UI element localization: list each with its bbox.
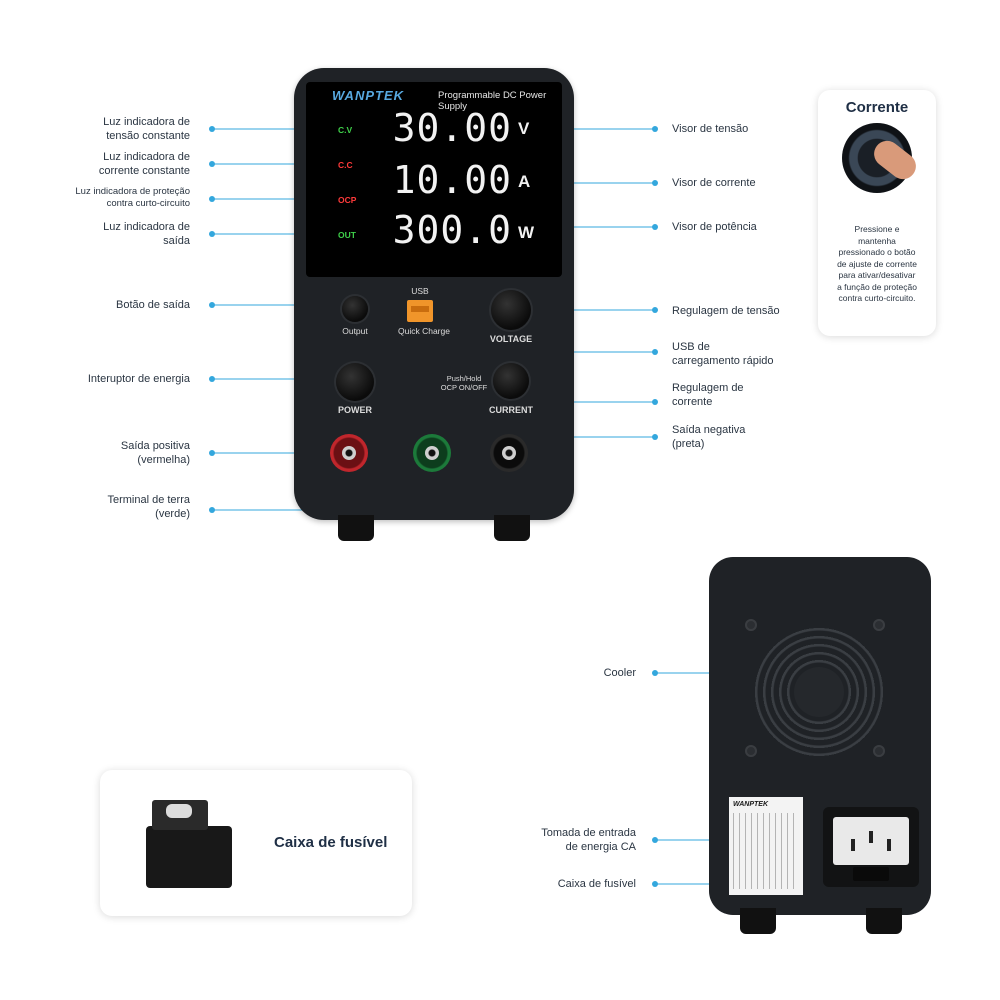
out-indicator: OUT [338,230,356,240]
power-switch[interactable] [336,363,374,401]
label-voltage-display: Visor de tensão [672,123,749,135]
finger-icon [868,135,922,185]
pin-icon [851,839,855,851]
current-knob[interactable] [493,363,529,399]
power-supply-back: WANPTEK [709,557,931,915]
label-usb-fast: USB de carregamento rápido [672,341,774,367]
current-card-title: Corrente [845,99,909,116]
voltage-reading: 30.00 [392,106,512,150]
label-cooler: Cooler [603,667,636,679]
fan-hub-icon [794,667,844,717]
model-text: Programmable DC Power Supply [438,90,547,112]
label-output-button: Botão de saída [115,299,190,311]
unit-amps: A [518,172,531,191]
current-card-text: Pressione e mantenha pressionado o botão… [837,224,917,303]
label-current-display: Visor de corrente [672,177,756,189]
label-out-light: Luz indicadora de saída [103,221,190,247]
label-ocp-light: Luz indicadora de proteção contra curto-… [75,186,190,209]
cooler-fan [754,627,884,757]
cv-indicator: C.V [338,125,353,135]
usb-port[interactable] [407,300,433,322]
label-fuse-box-back: Caixa de fusível [557,878,636,890]
voltage-knob[interactable] [491,290,531,330]
cc-indicator: C.C [338,160,353,170]
ac-inlet-socket[interactable] [823,807,919,887]
label-cv-light: Luz indicadora de tensão constante [103,116,190,142]
label-cc-light: Luz indicadora de corrente constante [98,151,190,177]
output-button-label: Output [342,326,368,336]
fuse-drawer[interactable] [853,867,889,881]
back-foot-left [740,908,776,934]
label-ground-terminal: Terminal de terra (verde) [107,494,190,520]
lcd-screen: WANPTEK Programmable DC Power Supply C.V… [306,82,562,277]
current-reading: 10.00 [392,158,512,202]
unit-volts: V [518,119,530,138]
fuse-box-card: Caixa de fusível [100,770,412,916]
fuse-icon [166,804,192,818]
label-power-switch: Interuptor de energia [87,373,190,385]
pin-icon [887,839,891,851]
current-knob-label: CURRENT [489,405,533,415]
unit-watts: W [518,223,535,242]
pin-icon [869,831,873,843]
negative-terminal[interactable] [490,434,528,472]
back-foot-right [866,908,902,934]
label-positive-output: Saída positiva (vermelha) [120,440,190,466]
output-button[interactable] [342,296,368,322]
voltage-knob-label: VOLTAGE [489,334,533,344]
screw-icon [745,745,757,757]
ocp-indicator: OCP [338,195,357,205]
fuse-card-title: Caixa de fusível [274,834,388,851]
current-knob-illustration [842,123,922,193]
rating-sticker: WANPTEK [729,797,803,895]
screw-icon [873,619,885,631]
sticker-text-lines [733,813,799,889]
label-current-adjust: Regulagem de corrente [672,382,744,408]
sticker-brand: WANPTEK [733,801,768,808]
fuse-box-illustration [146,800,232,888]
label-ac-inlet: Tomada de entrada de energia CA [541,827,636,853]
positive-terminal[interactable] [330,434,368,472]
label-power-display: Visor de potência [672,221,757,233]
label-negative-output: Saída negativa (preta) [672,424,746,450]
screw-icon [745,619,757,631]
power-supply-front: WANPTEK Programmable DC Power Supply C.V… [294,68,574,520]
push-hold-label: Push/Hold OCP ON/OFF [440,374,488,392]
brand-logo: WANPTEK [332,88,404,103]
front-foot-left [338,515,374,541]
usb-label: USB [411,286,429,296]
power-label: POWER [337,405,372,415]
power-reading: 300.0 [392,208,512,252]
ground-terminal[interactable] [413,434,451,472]
screw-icon [873,745,885,757]
front-foot-right [494,515,530,541]
quick-charge-label: Quick Charge [398,326,450,336]
ac-inlet-face [833,817,909,865]
current-info-card: Corrente Pressione e mantenha pressionad… [818,90,936,336]
label-voltage-adjust: Regulagem de tensão [672,305,780,317]
